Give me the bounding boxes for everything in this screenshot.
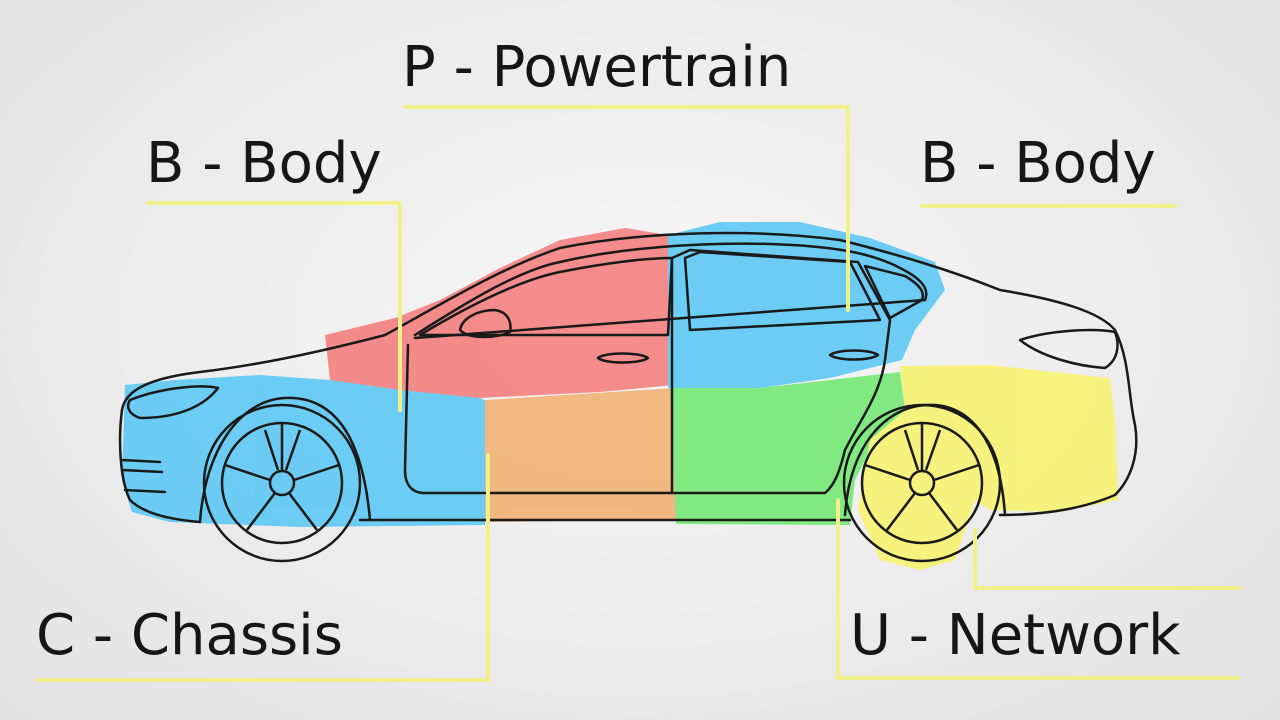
leader-lines (36, 105, 1242, 682)
network-region-green (670, 372, 905, 525)
door-handle-rear (828, 349, 880, 361)
rear-window (683, 250, 882, 332)
rear-door (670, 248, 892, 495)
tail-light (1018, 328, 1119, 370)
rear-quarter-window (863, 264, 924, 320)
grille-line (120, 458, 162, 464)
front-door (403, 258, 674, 495)
side-mirror (458, 308, 512, 339)
body-region-front (122, 375, 485, 527)
leader-line-network-branch (973, 528, 1242, 590)
body-region-rear-door (668, 222, 945, 388)
grille-line (123, 488, 167, 494)
label-body-right: B - Body (920, 131, 1156, 196)
window-frame (413, 242, 928, 337)
label-network: U - Network (850, 603, 1181, 668)
leader-line-body-left (146, 201, 402, 412)
door-handle-front (596, 352, 650, 364)
front-wheel (202, 403, 362, 563)
network-region-yellow (858, 365, 1118, 570)
grille-line (120, 468, 164, 474)
label-body-left: B - Body (146, 131, 382, 196)
label-powertrain: P - Powertrain (402, 35, 792, 100)
leader-line-powertrain (403, 105, 850, 312)
leader-line-network (836, 498, 1240, 680)
front-wheel-arch (198, 396, 372, 524)
leader-line-chassis (36, 453, 490, 682)
front-window (418, 256, 674, 337)
car-silhouette (120, 231, 1138, 517)
color-regions (122, 222, 1118, 570)
label-chassis: C - Chassis (36, 603, 343, 668)
car-front-bumper (118, 408, 202, 524)
headlight (126, 385, 220, 420)
powertrain-region (325, 228, 675, 398)
rear-wheel (842, 403, 1002, 563)
chassis-region (485, 388, 676, 522)
